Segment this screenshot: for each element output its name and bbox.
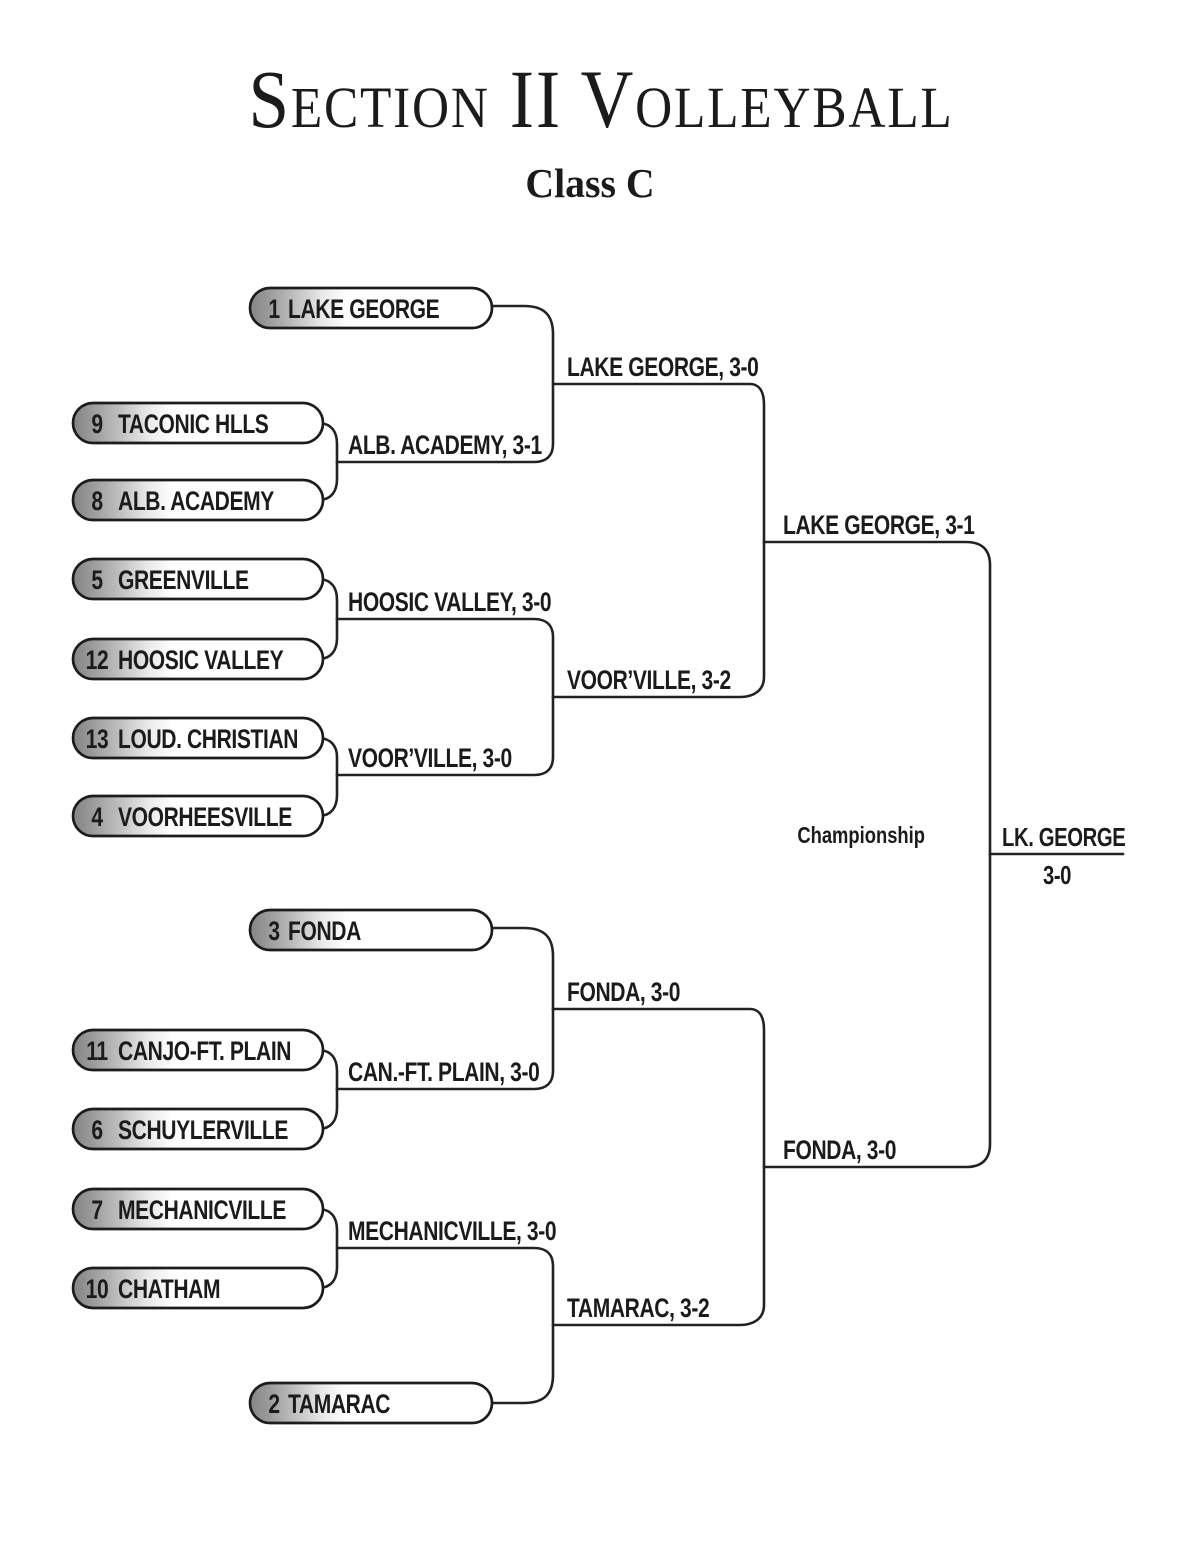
result-label-r1-canft: CAN.-FT. PLAIN, 3-0 bbox=[348, 1058, 539, 1088]
pill-shape bbox=[71, 557, 325, 601]
seed-number: 2 bbox=[268, 1390, 279, 1420]
page-title: Section II Volleyball bbox=[248, 53, 953, 145]
seed-number: 13 bbox=[86, 725, 109, 755]
pill-shape bbox=[71, 401, 325, 445]
page-subtitle: Class C bbox=[525, 160, 654, 206]
champion-score: 3-0 bbox=[1043, 861, 1071, 890]
result-label-qf1-lakegeorge: LAKE GEORGE, 3-0 bbox=[567, 353, 758, 383]
result-label-r1-albacademy: ALB. ACADEMY, 3-1 bbox=[348, 431, 542, 461]
team-pill-8-alb-academy: 8 ALB. ACADEMY bbox=[71, 478, 325, 522]
line-r1-mech bbox=[335, 1246, 555, 1327]
connector-pill2-to-qf4 bbox=[488, 1323, 555, 1405]
team-name: HOOSIC VALLEY bbox=[118, 646, 284, 676]
team-pill-7-mechanicville: 7 MECHANICVILLE bbox=[71, 1187, 325, 1231]
team-name: LOUD. CHRISTIAN bbox=[118, 725, 298, 755]
line-qf4-tamarac bbox=[551, 1165, 766, 1327]
team-pill-12-hoosic-valley: 12 HOOSIC VALLEY bbox=[71, 637, 325, 681]
line-qf1-lakegeorge bbox=[551, 382, 766, 544]
result-label-qf2-voorville: VOOR’VILLE, 3-2 bbox=[567, 666, 731, 696]
pill-shape bbox=[71, 794, 325, 838]
connector-pill3-to-qf3 bbox=[488, 926, 555, 1011]
team-name: GREENVILLE bbox=[118, 566, 249, 596]
pill-shape bbox=[71, 478, 325, 522]
pill-shape bbox=[248, 1381, 494, 1425]
team-pill-2-tamarac: 2 TAMARAC bbox=[248, 1381, 494, 1425]
line-qf2-voorville bbox=[551, 540, 766, 699]
team-name: MECHANICVILLE bbox=[118, 1196, 286, 1226]
pill-shape bbox=[71, 1107, 325, 1151]
seed-number: 5 bbox=[91, 566, 102, 596]
line-r1-albacademy bbox=[335, 382, 555, 464]
team-pill-3-fonda: 3 FONDA bbox=[248, 908, 494, 952]
seed-number: 11 bbox=[86, 1037, 107, 1067]
team-name: VOORHEESVILLE bbox=[118, 803, 292, 833]
team-name: LAKE GEORGE bbox=[288, 295, 440, 325]
connector-pill1-to-qf1 bbox=[488, 304, 555, 386]
seed-number: 1 bbox=[268, 295, 279, 325]
line-r1-hoosic bbox=[335, 617, 555, 699]
team-pill-9-taconic-hlls: 9 TACONIC HLLS bbox=[71, 401, 325, 445]
result-label-sf2-fonda: FONDA, 3-0 bbox=[783, 1136, 896, 1166]
seed-number: 6 bbox=[91, 1116, 102, 1146]
team-name: ALB. ACADEMY bbox=[118, 487, 274, 517]
bracket-wires bbox=[318, 304, 1125, 1405]
team-pill-4-voorheesville: 4 VOORHEESVILLE bbox=[71, 794, 325, 838]
championship-label: Championship bbox=[797, 823, 925, 848]
line-r1-canft bbox=[335, 1007, 555, 1091]
team-name: CHATHAM bbox=[118, 1275, 220, 1305]
team-pill-11-canjo-ft-plain: 11 CANJO-FT. PLAIN bbox=[71, 1028, 325, 1072]
seed-number: 12 bbox=[86, 646, 109, 676]
pill-shape bbox=[248, 908, 494, 952]
result-label-qf4-tamarac: TAMARAC, 3-2 bbox=[567, 1294, 709, 1324]
seed-number: 9 bbox=[91, 410, 102, 440]
pill-shape bbox=[71, 1266, 325, 1310]
line-qf3-fonda bbox=[551, 1007, 766, 1169]
team-pill-10-chatham: 10 CHATHAM bbox=[71, 1266, 325, 1310]
line-r1-voorville bbox=[335, 695, 555, 777]
pill-shape bbox=[71, 1028, 325, 1072]
pill-shape bbox=[71, 1187, 325, 1231]
result-label-qf3-fonda: FONDA, 3-0 bbox=[567, 978, 680, 1008]
team-name: SCHUYLERVILLE bbox=[118, 1116, 288, 1146]
team-pill-5-greenville: 5 GREENVILLE bbox=[71, 557, 325, 601]
team-name: CANJO-FT. PLAIN bbox=[118, 1037, 291, 1067]
seed-number: 4 bbox=[91, 803, 103, 833]
result-label-sf1-lakegeorge: LAKE GEORGE, 3-1 bbox=[783, 511, 974, 541]
team-pill-1-lake-george: 1 LAKE GEORGE bbox=[248, 286, 494, 330]
champion-name: LK. GEORGE bbox=[1002, 823, 1125, 852]
seed-number: 3 bbox=[268, 917, 279, 947]
seed-number: 8 bbox=[91, 487, 102, 517]
result-label-r1-mech: MECHANICVILLE, 3-0 bbox=[348, 1217, 556, 1247]
result-label-r1-voorville: VOOR’VILLE, 3-0 bbox=[348, 744, 512, 774]
team-name: TAMARAC bbox=[288, 1390, 390, 1420]
seed-number: 7 bbox=[91, 1196, 102, 1226]
pill-shape bbox=[248, 286, 494, 330]
pill-shape bbox=[71, 716, 325, 760]
team-pill-6-schuylerville: 6 SCHUYLERVILLE bbox=[71, 1107, 325, 1151]
pill-shape bbox=[71, 637, 325, 681]
team-name: FONDA bbox=[288, 917, 361, 947]
team-pill-13-loud-christian: 13 LOUD. CHRISTIAN bbox=[71, 716, 325, 760]
seed-number: 10 bbox=[86, 1275, 109, 1305]
result-label-r1-hoosic: HOOSIC VALLEY, 3-0 bbox=[348, 588, 551, 618]
line-sf1-lakegeorge bbox=[762, 540, 992, 856]
line-sf2-fonda bbox=[762, 852, 992, 1169]
team-name: TACONIC HLLS bbox=[118, 410, 269, 440]
